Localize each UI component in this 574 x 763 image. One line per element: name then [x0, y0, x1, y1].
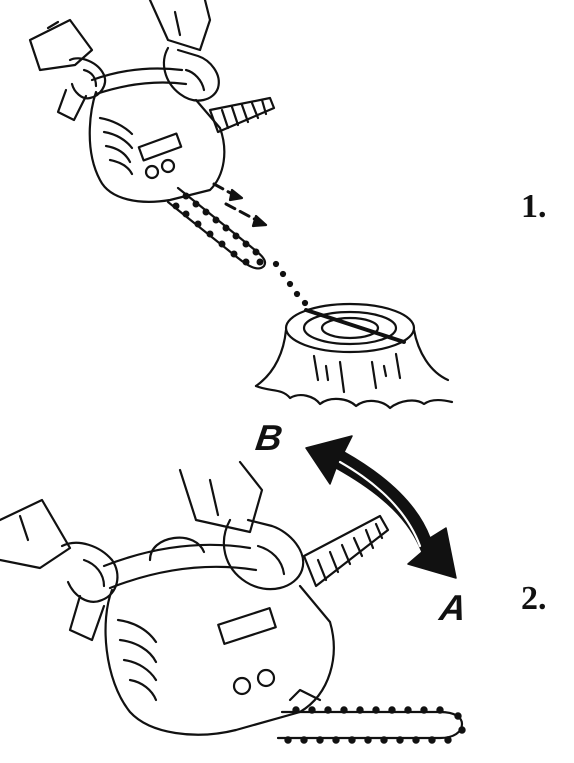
tree-stump-icon [256, 304, 452, 408]
step-number-1: 1. [521, 190, 547, 224]
step-number-2: 2. [521, 582, 547, 616]
position-label-a: A [437, 590, 468, 626]
position-label-b: B [253, 420, 284, 456]
chainsaw-top-icon [30, 0, 307, 305]
double-headed-curved-arrow-icon [306, 436, 456, 578]
